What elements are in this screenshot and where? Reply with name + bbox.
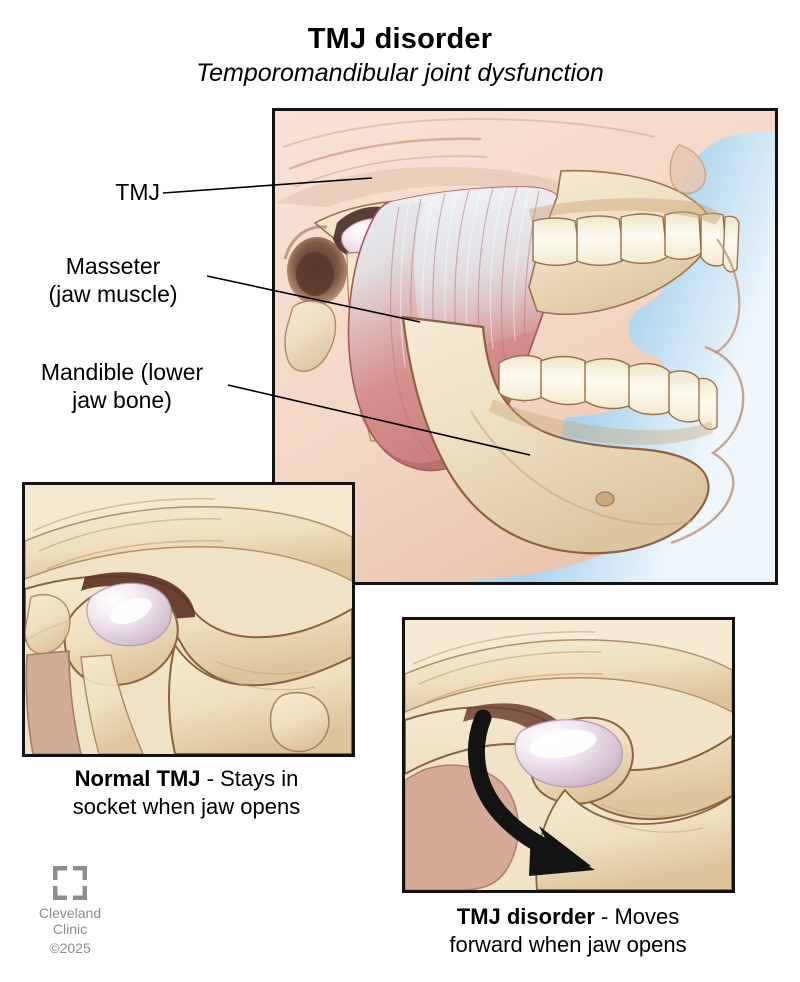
masseter-tendon <box>387 187 566 361</box>
copyright-notice: ©2025 <box>49 940 91 956</box>
bone-process <box>269 691 330 753</box>
disorder-caption-line2: forward when jaw opens <box>449 932 687 957</box>
lip-contour <box>670 345 745 545</box>
upper-teeth <box>532 211 740 273</box>
tmj-disorder-panel <box>402 617 735 893</box>
temporal-bone <box>25 506 352 582</box>
page-subtitle: Temporomandibular joint dysfunction <box>196 59 604 87</box>
normal-tmj-caption: Normal TMJ - Stays in socket when jaw op… <box>14 765 359 821</box>
temporal-bone <box>405 639 732 713</box>
tmj-disorder-illustration <box>405 620 732 890</box>
normal-caption-rest: - Stays in <box>200 766 299 791</box>
ramus-soft-tissue <box>405 764 520 890</box>
normal-tmj-illustration <box>25 485 352 754</box>
callout-label-mandible: Mandible (lower jaw bone) <box>40 359 204 413</box>
tmj-disorder-caption: TMJ disorder - Moves forward when jaw op… <box>393 903 743 959</box>
title-block: TMJ disorder Temporomandibular joint dys… <box>0 22 800 89</box>
normal-tmj-panel <box>22 482 355 757</box>
cleveland-clinic-wordmark: Cleveland Clinic <box>38 905 102 937</box>
branding-block: Cleveland Clinic ©2025 <box>12 866 128 957</box>
disorder-caption-bold: TMJ disorder <box>456 904 595 929</box>
callout-label-tmj: TMJ <box>115 179 160 205</box>
cleveland-clinic-logo-icon <box>53 866 87 900</box>
disorder-caption-rest: - Moves <box>594 904 680 929</box>
motion-arrow-icon <box>467 709 595 876</box>
ramus <box>25 650 82 754</box>
callout-label-masseter: Masseter (jaw muscle) <box>48 253 178 307</box>
nasal-aperture <box>669 144 707 195</box>
normal-caption-bold: Normal TMJ <box>74 766 201 791</box>
mental-foramen <box>595 491 615 507</box>
normal-caption-line2: socket when jaw opens <box>72 794 301 819</box>
page-title: TMJ disorder <box>307 23 493 55</box>
